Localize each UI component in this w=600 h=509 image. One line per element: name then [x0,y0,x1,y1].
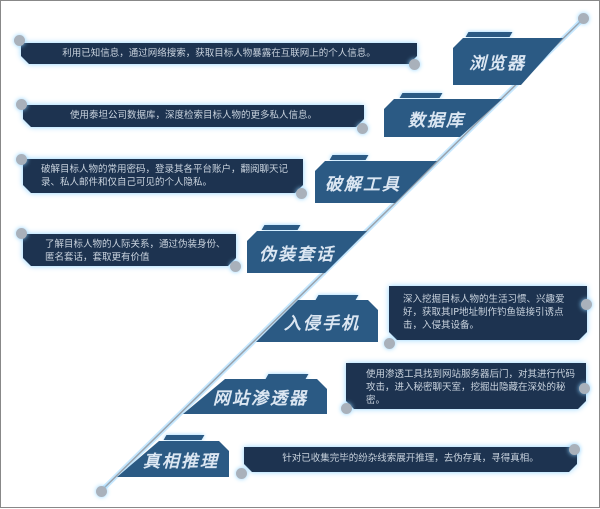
timeline-start-dot [96,486,107,497]
connector-dot [384,338,395,349]
step-desc: 深入挖掘目标人物的生活习惯、兴趣爱好，获取其IP地址制作钓鱼链接引诱点击，入侵其… [389,286,587,340]
step-title: 网站渗透器 [213,389,308,409]
connector-dot [16,99,27,110]
step-desc: 破解目标人物的常用密码，登录其各平台账户，翻阅聊天记录、私人邮件和仅自己可见的个… [23,159,303,193]
connector-dot [230,261,241,272]
connector-dot [341,403,352,414]
connector-dot [569,444,580,455]
tab-stripe [315,295,359,300]
tab-stripe [329,155,369,160]
tab-stripe [261,225,301,230]
step-desc: 使用泰坦公司数据库，深度检索目标人物的更多私人信息。 [23,105,364,127]
connector-dot [16,228,27,239]
step-tab-website-penetrator[interactable]: 网站渗透器 [183,379,327,414]
connector-dot [581,299,592,310]
step-title: 伪装套话 [259,244,335,265]
step-title: 浏览器 [469,54,526,74]
connector-dot [236,468,247,479]
step-desc: 针对已收集完毕的纷杂线索展开推理，去伪存真，寻得真相。 [244,447,577,472]
tab-stripe [163,435,205,440]
step-desc: 使用渗透工具找到网站服务器后门，对其进行代码攻击，进入秘密聊天室，挖掘出隐藏在深… [346,363,586,409]
connector-dot [357,123,368,134]
step-title: 数据库 [408,110,465,131]
step-desc: 了解目标人物的人际关系，通过伪装身份、匿名套话，套取更有价值 [23,234,236,266]
connector-dot [296,188,307,199]
step-title: 破解工具 [325,174,401,195]
connector-dot [579,383,590,394]
tab-stripe [399,93,443,98]
timeline-end-dot [578,13,589,24]
tab-stripe [265,374,309,379]
connector-dot [14,35,25,46]
connector-dot [409,59,420,70]
step-title: 真相推理 [143,451,219,472]
step-title: 入侵手机 [284,313,360,334]
connector-dot [16,154,27,165]
step-desc: 利用已知信息，通过网络搜索，获取目标人物暴露在互联网上的个人信息。 [21,43,417,64]
tab-stripe [465,32,513,37]
